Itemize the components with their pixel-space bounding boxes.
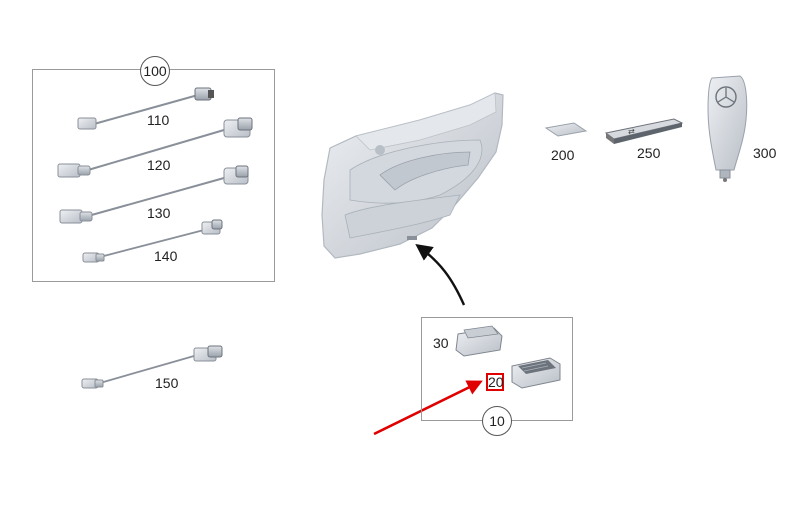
- usb-socket-icon: [511, 357, 561, 389]
- part-label-120[interactable]: 120: [147, 157, 171, 173]
- usb-cable-long-icon: [59, 165, 249, 224]
- part-label-110[interactable]: 110: [147, 112, 170, 128]
- group-10-number[interactable]: 10: [482, 406, 512, 436]
- highlight-arrow: [373, 380, 483, 436]
- usb-cable-small-icon: [82, 219, 223, 263]
- part-label-200[interactable]: 200: [551, 147, 575, 163]
- usb-cable-long-icon: [57, 117, 253, 178]
- part-label-30[interactable]: 30: [433, 335, 449, 351]
- part-label-250[interactable]: 250: [637, 145, 661, 161]
- part-label-300[interactable]: 300: [753, 145, 777, 161]
- car-charger-icon: [707, 75, 748, 182]
- part-label-130[interactable]: 130: [147, 205, 171, 221]
- pointer-arrow: [415, 244, 466, 306]
- part-label-140[interactable]: 140: [154, 248, 178, 264]
- usb-cable-small-icon: [81, 345, 223, 389]
- group-100-number[interactable]: 100: [140, 56, 170, 86]
- usb-socket-cover-icon: [455, 325, 503, 357]
- usb-cable-short-icon: [77, 87, 214, 130]
- svg-text:⇄: ⇄: [628, 127, 635, 136]
- part-label-150[interactable]: 150: [155, 375, 179, 391]
- usb-stick-icon: ⇄: [604, 118, 684, 144]
- pad-icon: [544, 122, 588, 137]
- door-panel-icon: [321, 92, 504, 259]
- highlighted-part-frame: [486, 373, 504, 391]
- part-label-20[interactable]: 20: [488, 374, 504, 390]
